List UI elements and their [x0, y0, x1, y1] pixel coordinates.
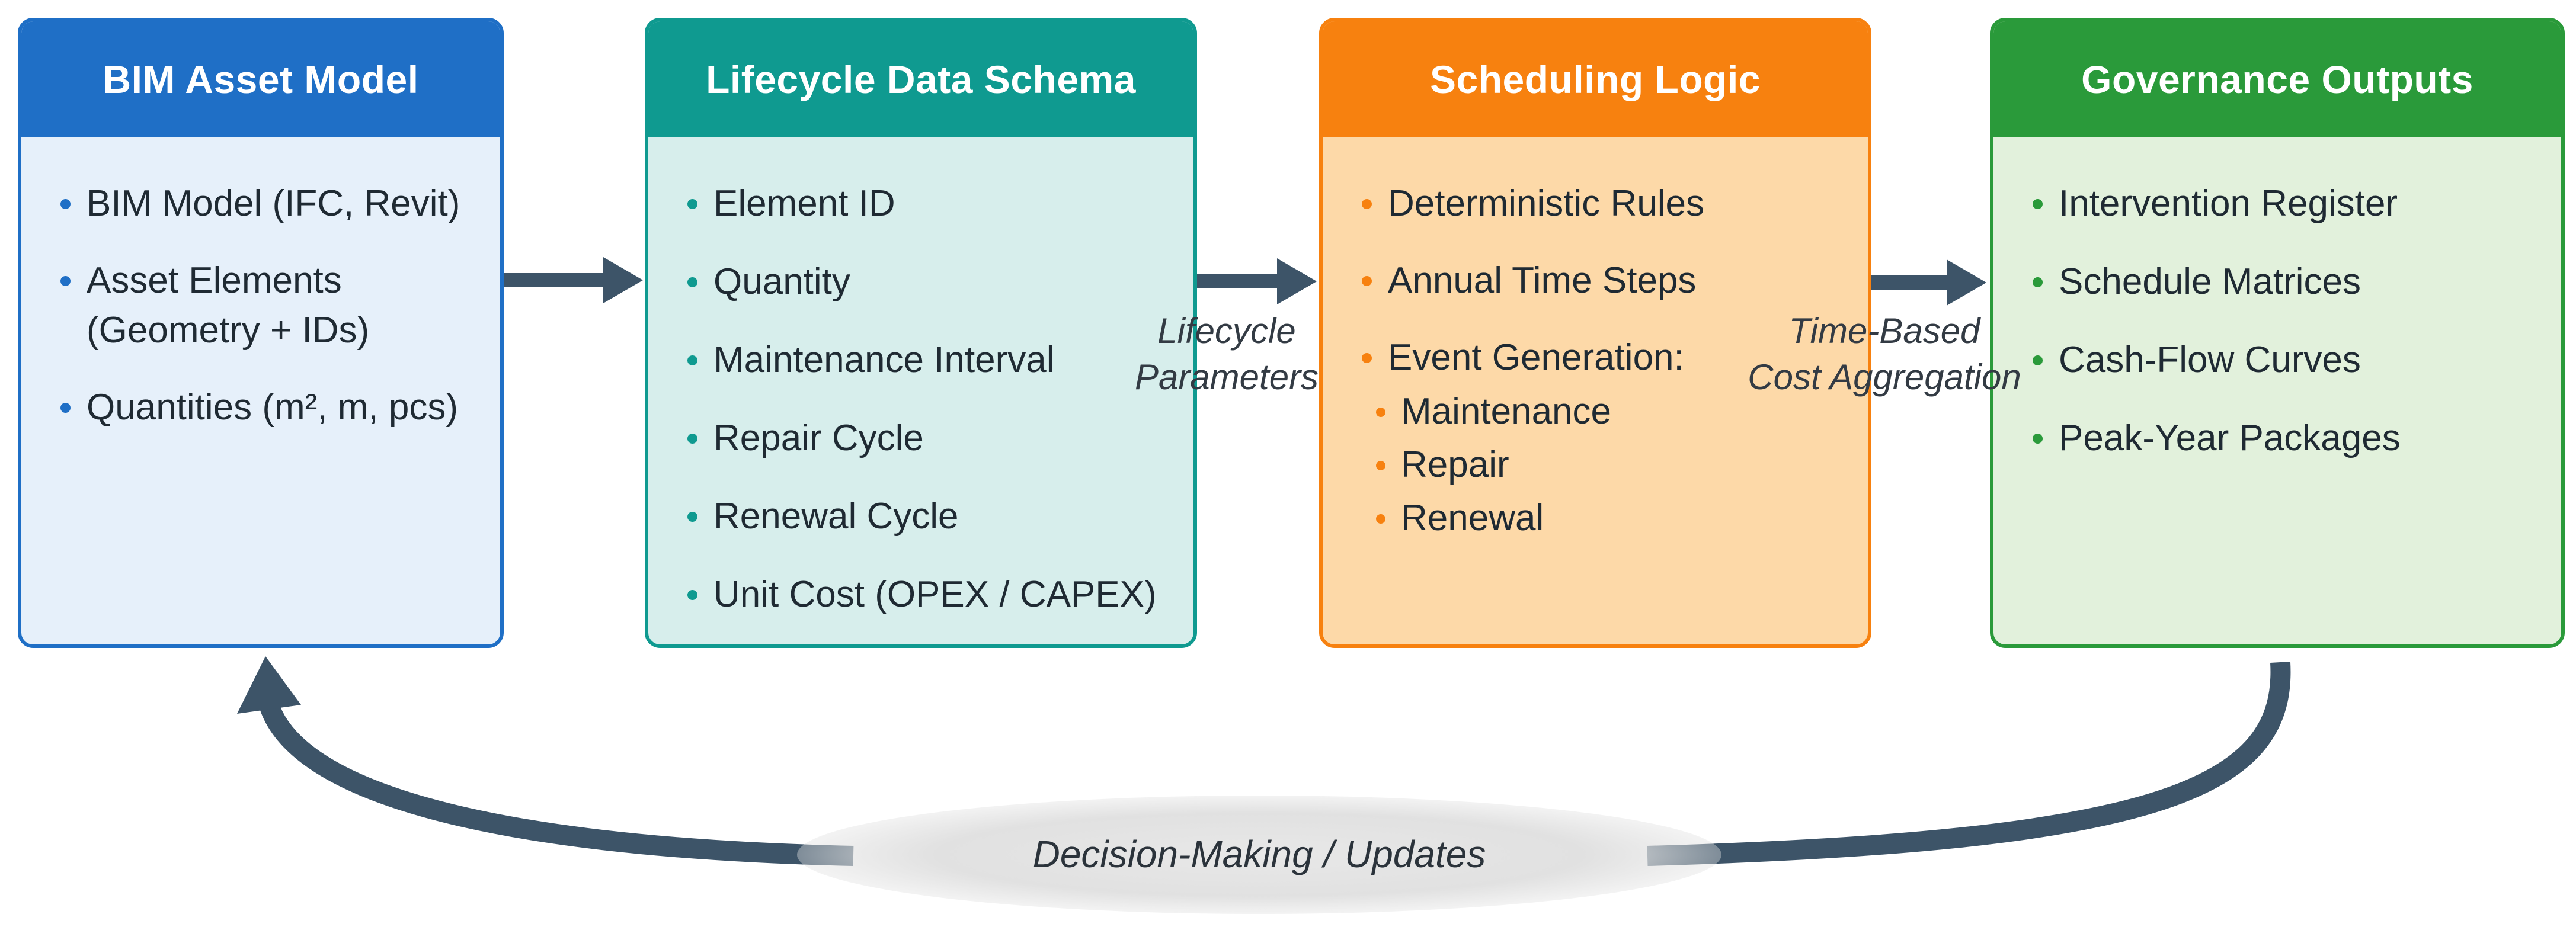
bullet-icon — [1362, 353, 1372, 363]
bullet-icon — [60, 276, 71, 286]
list-item: Quantity — [687, 257, 1164, 307]
list-item: Element ID — [687, 179, 1164, 229]
cost-aggregation-label: Time-Based Cost Aggregation — [1748, 311, 2021, 397]
governance-outputs-title: Governance Outputs — [1993, 21, 2561, 137]
bim-asset-model-title: BIM Asset Model — [21, 21, 500, 137]
sub-list-item: Maintenance — [1362, 385, 1838, 438]
list-item: Repair Cycle — [687, 413, 1164, 463]
bullet-icon — [1376, 514, 1385, 524]
lifecycle-parameters-label: Lifecycle Parameters — [1134, 311, 1319, 397]
list-item: Event Generation: — [1362, 333, 1838, 383]
bullet-icon — [60, 403, 71, 413]
bullet-icon — [687, 590, 697, 600]
sub-list-item: Repair — [1362, 438, 1838, 492]
bullet-icon — [687, 199, 697, 209]
bullet-icon — [2033, 199, 2043, 209]
list-item: Deterministic Rules — [1362, 179, 1838, 229]
bullet-icon — [1376, 461, 1385, 470]
bullet-icon — [1376, 408, 1385, 417]
bullet-icon — [687, 355, 697, 365]
list-item: BIM Model (IFC, Revit) — [60, 179, 471, 229]
feedback-ellipse — [797, 796, 1721, 914]
bullet-icon — [1362, 276, 1372, 286]
bullet-icon — [2033, 355, 2043, 365]
bullet-icon — [687, 434, 697, 444]
list-item: Schedule Matrices — [2033, 257, 2532, 307]
decision-making-label: Decision-Making / Updates — [1032, 833, 1486, 875]
scheduling-logic-title: Scheduling Logic — [1323, 21, 1868, 137]
lifecycle-data-schema-box: Lifecycle Data Schema Element ID Quantit… — [645, 18, 1197, 648]
bim-asset-model-box: BIM Asset Model BIM Model (IFC, Revit) A… — [18, 18, 504, 648]
lifecycle-data-schema-title: Lifecycle Data Schema — [648, 21, 1193, 137]
list-item: Peak-Year Packages — [2033, 413, 2532, 463]
scheduling-logic-box: Scheduling Logic Deterministic Rules Ann… — [1319, 18, 1871, 648]
list-item: Cash-Flow Curves — [2033, 335, 2532, 385]
list-item: Quantities (m², m, pcs) — [60, 383, 471, 432]
list-item: Maintenance Interval — [687, 335, 1164, 385]
list-item: Asset Elements (Geometry + IDs) — [60, 256, 471, 355]
feedback-loop-arrow — [237, 656, 2291, 914]
bullet-icon — [687, 512, 697, 522]
list-item: Unit Cost (OPEX / CAPEX) — [687, 570, 1164, 620]
bullet-icon — [687, 277, 697, 287]
arrow-bim-to-schema — [504, 257, 643, 303]
list-item: Renewal Cycle — [687, 492, 1164, 541]
bullet-icon — [2033, 277, 2043, 287]
list-item: Annual Time Steps — [1362, 256, 1838, 306]
bullet-icon — [1362, 199, 1372, 209]
governance-outputs-box: Governance Outputs Intervention Register… — [1990, 18, 2565, 648]
bullet-icon — [60, 199, 71, 209]
list-item: Intervention Register — [2033, 179, 2532, 229]
sub-list-item: Renewal — [1362, 492, 1838, 545]
bullet-icon — [2033, 434, 2043, 444]
